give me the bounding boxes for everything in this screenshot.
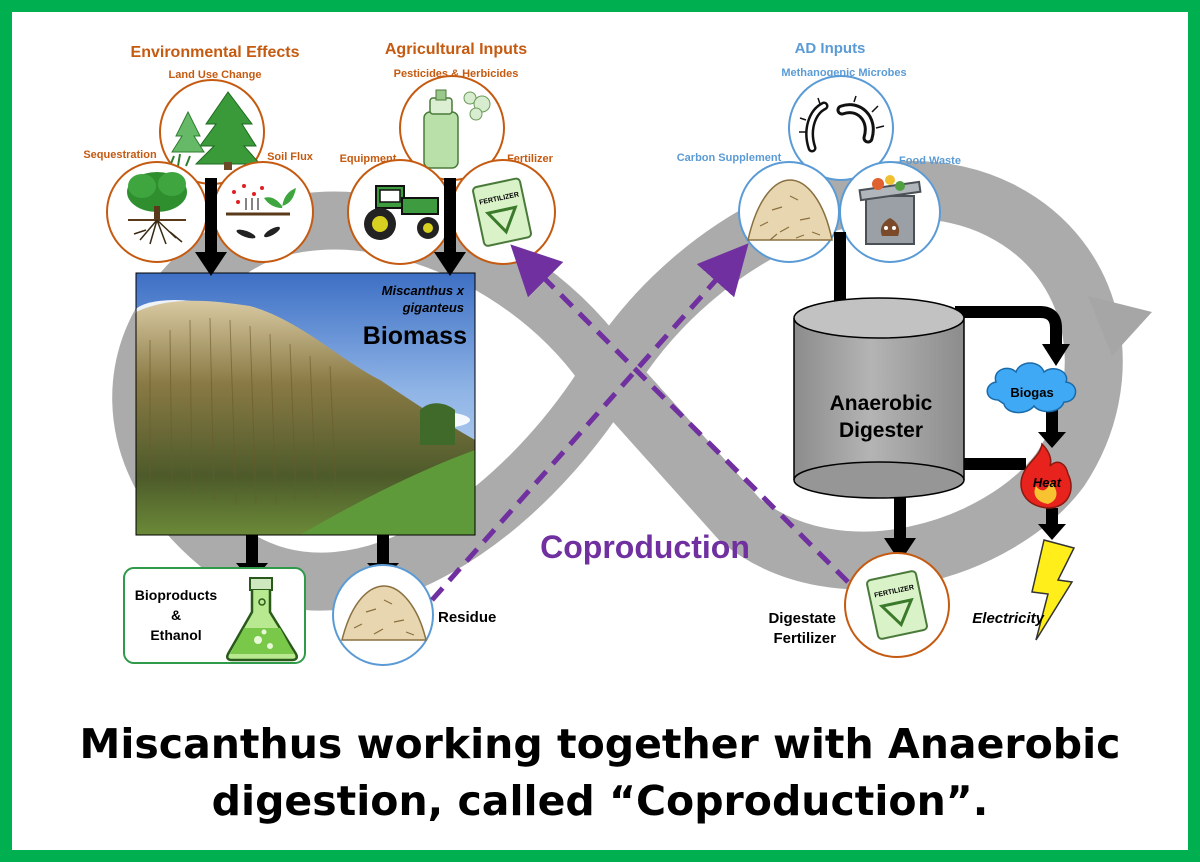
biogas-label: Biogas xyxy=(1010,385,1053,400)
bioproducts-label-line3: Ethanol xyxy=(150,627,201,643)
tractor-icon xyxy=(364,185,439,240)
species-name-line2: giganteus xyxy=(402,300,464,315)
coproduction-arrows xyxy=(430,243,850,602)
caption-line2: digestion, called “Coproduction”. xyxy=(212,777,989,825)
arrow-digestate-to-fertilizer xyxy=(510,244,850,584)
miscanthus-photo xyxy=(135,272,476,536)
biomass-label: Biomass xyxy=(363,322,467,350)
pesticides-circle xyxy=(399,75,505,181)
trash-can-icon xyxy=(858,175,922,245)
microbes-circle xyxy=(788,75,894,181)
sequestration-circle xyxy=(106,161,208,263)
bioproducts-label-line1: Bioproducts xyxy=(135,587,218,603)
digestate-bag-icon: FERTILIZER xyxy=(866,570,928,640)
food-waste-label: Food Waste xyxy=(899,155,961,167)
pine-tree-icon xyxy=(169,91,262,170)
bioproducts-box xyxy=(123,567,306,664)
anaerobic-digester-tank xyxy=(793,297,965,499)
soil-flux-circle xyxy=(212,161,314,263)
arrow-digester-to-biogas xyxy=(955,306,1070,366)
tree-roots-icon xyxy=(127,172,187,245)
arrow-biogas-to-heat xyxy=(1038,410,1066,448)
methanogenic-microbes-label: Methanogenic Microbes xyxy=(781,67,906,79)
land-use-change-circle xyxy=(159,79,265,185)
fertilizer-circle: FERTILIZER xyxy=(450,159,556,265)
residue-circle xyxy=(332,564,434,666)
electricity-label: Electricity xyxy=(972,610,1044,627)
sequestration-label: Sequestration xyxy=(83,149,157,161)
residue-straw-icon xyxy=(341,585,427,641)
digester-label-line2: Digester xyxy=(839,419,923,442)
pesticides-label: Pesticides & Herbicides xyxy=(394,68,519,80)
biogas-cloud xyxy=(986,362,1077,414)
species-name-line1: Miscanthus x xyxy=(382,283,465,298)
food-waste-circle xyxy=(839,161,941,263)
land-use-change-label: Land Use Change xyxy=(169,69,262,81)
coproduction-label: Coproduction xyxy=(540,529,750,565)
ad-inputs-heading: AD Inputs xyxy=(795,40,866,57)
equipment-circle xyxy=(347,159,453,265)
bioproducts-label-line2: & xyxy=(171,607,181,623)
spray-can-icon xyxy=(423,89,491,169)
digestate-fertilizer-circle: FERTILIZER xyxy=(844,552,950,658)
digestate-label-line1: Digestate xyxy=(768,610,836,627)
soil-flux-icon xyxy=(226,184,296,239)
digester-label-line1: Anaerobic xyxy=(830,392,933,415)
digestate-label-line2: Fertilizer xyxy=(773,630,836,647)
arrow-digester-to-digestate xyxy=(884,495,916,562)
lightning-bolt-icon xyxy=(1031,539,1076,641)
caption-line1: Miscanthus working together with Anaerob… xyxy=(80,720,1121,768)
flask-icon xyxy=(225,577,299,662)
arrow-env-to-biomass xyxy=(195,178,227,276)
residue-label: Residue xyxy=(438,609,496,626)
soil-flux-label: Soil Flux xyxy=(267,151,314,163)
environmental-effects-heading: Environmental Effects xyxy=(131,44,300,61)
fertilizer-bag-icon: FERTILIZER xyxy=(472,177,532,247)
heat-flame-icon xyxy=(1020,442,1072,509)
carbon-supplement-circle xyxy=(738,161,840,263)
agricultural-inputs-heading: Agricultural Inputs xyxy=(385,41,527,58)
straw-pile-icon xyxy=(747,179,833,241)
arrow-ag-to-biomass xyxy=(434,178,466,276)
arrow-heat-to-electricity xyxy=(1038,508,1066,540)
carbon-supplement-label: Carbon Supplement xyxy=(677,152,782,164)
microbes-icon xyxy=(799,95,885,153)
heat-label: Heat xyxy=(1033,475,1062,490)
arrow-residue-to-carbon-supplement xyxy=(430,243,749,602)
loop-arrowhead xyxy=(1088,296,1152,356)
